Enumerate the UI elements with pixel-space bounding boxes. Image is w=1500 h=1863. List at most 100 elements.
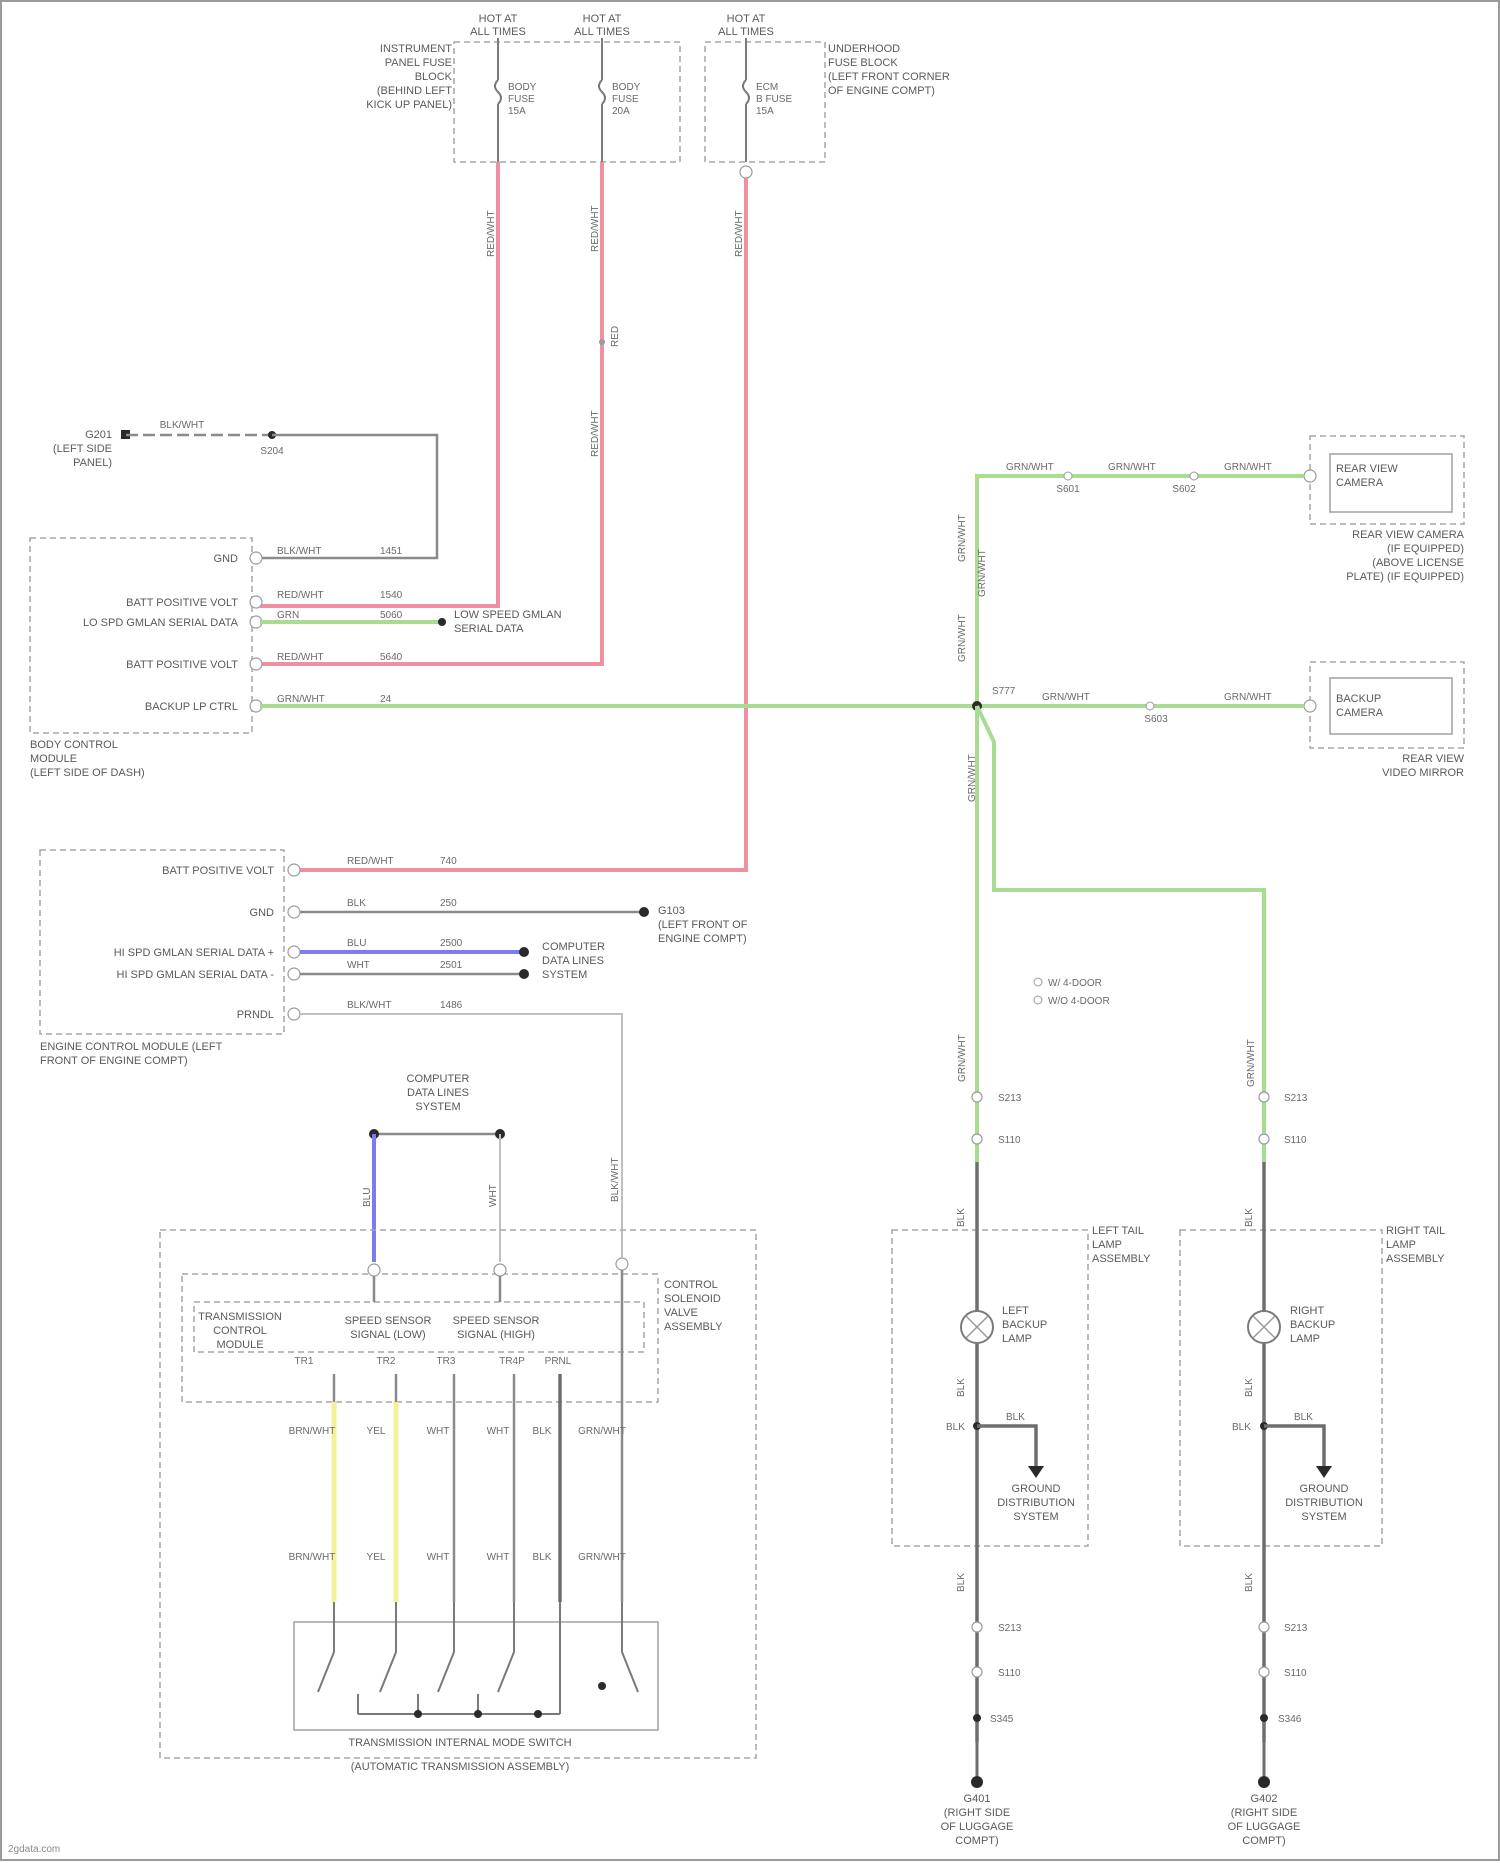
tcm-conn-2 xyxy=(494,1264,506,1276)
right-gnd-dist-line2: DISTRIBUTION xyxy=(1285,1497,1363,1509)
ecm-pin-prndl xyxy=(288,1008,300,1020)
right-tail-conn-b-label: S110 xyxy=(1284,1135,1307,1146)
label-w-bcm-b2-n: 5640 xyxy=(380,652,403,663)
label-w-cam1-b: GRN/WHT xyxy=(1108,462,1156,473)
ground-g401-icon xyxy=(971,1776,983,1788)
ground-g402-line4: COMPT) xyxy=(1242,1835,1285,1847)
fuse-1: BODY FUSE 15A xyxy=(495,38,537,162)
left-gnd-dist-line2: DISTRIBUTION xyxy=(997,1497,1075,1509)
label-w-ecm-g: BLK xyxy=(347,898,366,909)
camera-top-line1: REAR VIEW xyxy=(1336,463,1398,475)
ground-g201-line1: G201 xyxy=(85,429,112,441)
label-w-v2: GRN/WHT xyxy=(957,614,968,662)
ecm-pin-label-gnd: GND xyxy=(250,907,275,919)
ecm-line2: FRONT OF ENGINE COMPT) xyxy=(40,1055,188,1067)
ecm-pin-label-batt: BATT POSITIVE VOLT xyxy=(162,865,274,877)
fuse-3-line2: B FUSE xyxy=(756,94,792,105)
fuse-2-line1: BODY xyxy=(612,82,641,93)
right-lamp-line3: LAMP xyxy=(1290,1333,1320,1345)
switch-node-4 xyxy=(598,1682,606,1690)
camera-mid-line2: CAMERA xyxy=(1336,707,1384,719)
sw-label-l5: BLK xyxy=(533,1552,552,1563)
fuse-block-left-line2: PANEL FUSE xyxy=(385,57,452,69)
serial-data-line1: LOW SPEED GMLAN xyxy=(454,609,562,621)
computer-data-line3: SYSTEM xyxy=(415,1101,460,1113)
sw-label-u4: WHT xyxy=(487,1426,510,1437)
wire-bcm-gnd xyxy=(260,435,437,558)
bcm-pins: GND BATT POSITIVE VOLT LO SPD GMLAN SERI… xyxy=(83,552,262,713)
camera-mid-line1: BACKUP xyxy=(1336,693,1381,705)
fuse-hot-1-line2: ALL TIMES xyxy=(470,26,526,38)
ground-g103-icon xyxy=(639,907,649,917)
ground-g201-line2: (LEFT SIDE xyxy=(53,443,112,455)
right-backup-lamp: RIGHT BACKUP LAMP xyxy=(1248,1305,1335,1345)
ground-g401-line3: OF LUGGAGE xyxy=(941,1821,1014,1833)
ecm-line1: ENGINE CONTROL MODULE (LEFT xyxy=(40,1041,223,1053)
wire-prndl xyxy=(300,1014,622,1257)
ground-g402-line1: G402 xyxy=(1251,1793,1278,1805)
tcm-line2: CONTROL xyxy=(213,1325,267,1337)
ecm-pin-batt xyxy=(288,864,300,876)
label-w-cd1: BLU xyxy=(362,1188,373,1207)
splice-s346-label: S346 xyxy=(1278,1714,1302,1725)
hs-data-plus-dot xyxy=(519,947,529,957)
splice-s204-label: S204 xyxy=(260,446,284,457)
fuse-2-line2: FUSE xyxy=(612,94,639,105)
right-tail-conn-a xyxy=(1259,1092,1269,1102)
ctrl-valve-line2: SOLENOID xyxy=(664,1293,721,1305)
tcm-pin-2: TR2 xyxy=(377,1356,396,1367)
hs-data-minus-dot xyxy=(519,969,529,979)
label-w-v1: GRN/WHT xyxy=(957,514,968,562)
label-w-tl1: BLK xyxy=(956,1208,967,1227)
wire-red-fuse2 xyxy=(260,162,602,664)
label-w-bcm-b1-n: 1540 xyxy=(380,590,403,601)
label-w-tl3: BLK xyxy=(956,1573,967,1592)
switch-contact-2 xyxy=(380,1602,396,1692)
wire-red-fuse1 xyxy=(260,162,498,606)
fuse-3-line3: 15A xyxy=(756,106,774,117)
right-gnd-dist-line1: GROUND xyxy=(1300,1483,1349,1495)
sw-label-l4: WHT xyxy=(487,1552,510,1563)
sw-label-u2: YEL xyxy=(367,1426,386,1437)
right-lamp-line1: RIGHT xyxy=(1290,1305,1325,1317)
label-w-cam1-s2: S602 xyxy=(1172,484,1196,495)
label-w-cam2-c: GRN/WHT xyxy=(1224,692,1272,703)
fuse-block-left-label: INSTRUMENT PANEL FUSE BLOCK (BEHIND LEFT… xyxy=(366,43,452,111)
sw-label-l6: GRN/WHT xyxy=(578,1552,626,1563)
splice-s777-label: S777 xyxy=(992,686,1016,697)
bcm-pin-batt2 xyxy=(250,658,262,670)
camera-mid-loc-line2: VIDEO MIRROR xyxy=(1382,767,1464,779)
fuse-block-right-line2: FUSE BLOCK xyxy=(828,57,898,69)
right-tail-conn-b xyxy=(1259,1134,1269,1144)
bcm-pin-gnd xyxy=(250,552,262,564)
ecm-pin-label-prndl: PRNDL xyxy=(237,1009,274,1021)
fuse-block-left-line4: (BEHIND LEFT xyxy=(377,85,452,97)
ground-g402-line3: OF LUGGAGE xyxy=(1228,1821,1301,1833)
ecm-pin-label-hp: HI SPD GMLAN SERIAL DATA + xyxy=(114,947,274,959)
label-w-cam1: GRN/WHT xyxy=(1006,462,1054,473)
fuse-2-icon xyxy=(599,80,605,104)
tcm-conn-1 xyxy=(368,1264,380,1276)
ecm-pin-gnd xyxy=(288,906,300,918)
switch-contact-4 xyxy=(498,1602,514,1692)
footer-watermark: 2gdata.com xyxy=(8,1844,60,1855)
bcm-line2: MODULE xyxy=(30,753,77,765)
label-w-cd2: WHT xyxy=(488,1184,499,1207)
ground-g401: G401 (RIGHT SIDE OF LUGGAGE COMPT) xyxy=(941,1742,1014,1847)
left-backup-lamp: LEFT BACKUP LAMP xyxy=(961,1305,1047,1345)
bcm-pin-label-backup: BACKUP LP CTRL xyxy=(145,701,238,713)
bcm-pin-label-gnd: GND xyxy=(214,553,239,565)
fuse-hot-1-line1: HOT AT xyxy=(479,13,518,25)
camera-top-loc-line4: PLATE) (IF EQUIPPED) xyxy=(1346,571,1464,583)
label-w-tr2: BLK xyxy=(1244,1378,1255,1397)
label-w-ecm-hm-n: 2501 xyxy=(440,960,463,971)
label-w-bcm-gnd: BLK/WHT xyxy=(277,546,321,557)
left-tap-label-2: BLK xyxy=(1006,1412,1025,1423)
left-gnd-dist-line1: GROUND xyxy=(1012,1483,1061,1495)
tcm-conn-3 xyxy=(616,1258,628,1270)
range-switch-line2: (AUTOMATIC TRANSMISSION ASSEMBLY) xyxy=(351,1761,570,1773)
left-tap-label: BLK xyxy=(946,1422,965,1433)
fuse-hot-3-line2: ALL TIMES xyxy=(718,26,774,38)
sw-label-l1: BRN/WHT xyxy=(289,1552,336,1563)
